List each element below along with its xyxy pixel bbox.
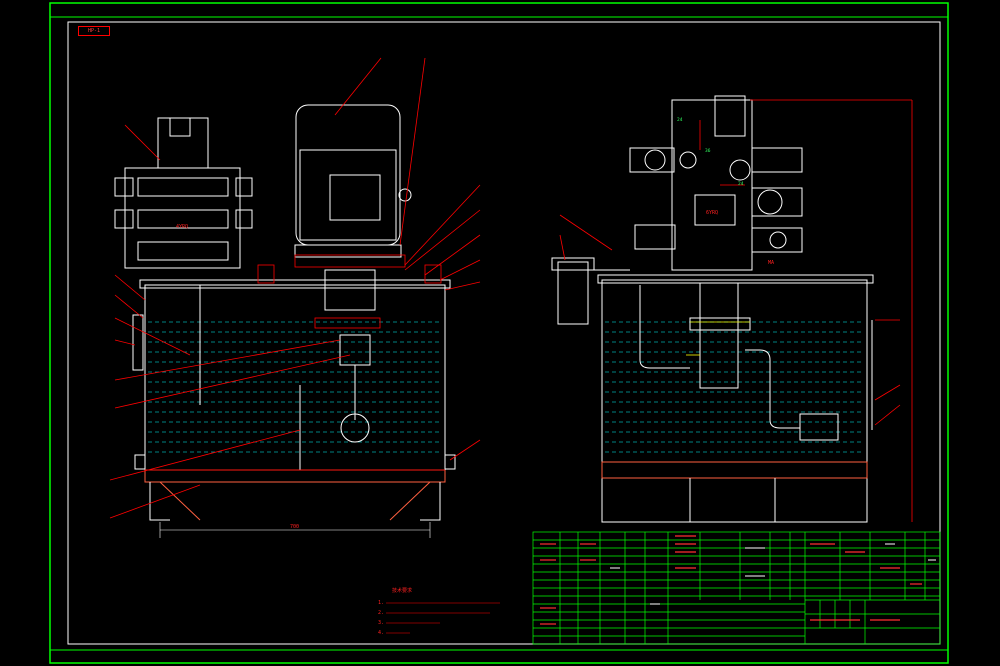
notes-title: 技术要求 — [392, 587, 412, 594]
right-label-3: MA — [768, 260, 774, 266]
inner-frame — [67, 21, 941, 645]
left-valve-stack — [124, 167, 241, 269]
right-valve-block — [671, 99, 753, 271]
note-1: 1. — [378, 600, 384, 606]
dim-24-top: 24 — [677, 117, 683, 123]
drawing-tag: HP-1 — [78, 26, 110, 36]
base-width-dim: 700 — [290, 524, 299, 530]
note-4: 4. — [378, 630, 384, 636]
note-3: 3. — [378, 620, 384, 626]
left-view — [114, 104, 456, 521]
dim-36: 36 — [705, 148, 711, 154]
right-view — [551, 95, 874, 523]
bom-table — [532, 531, 941, 645]
right-label-2: 4YRQ — [176, 224, 188, 230]
outer-frame — [49, 2, 949, 664]
note-2: 2. — [378, 610, 384, 616]
right-tank — [601, 279, 868, 523]
right-label-1: 6YRQ — [706, 210, 718, 216]
dim-24-bottom: 24 — [738, 181, 744, 187]
